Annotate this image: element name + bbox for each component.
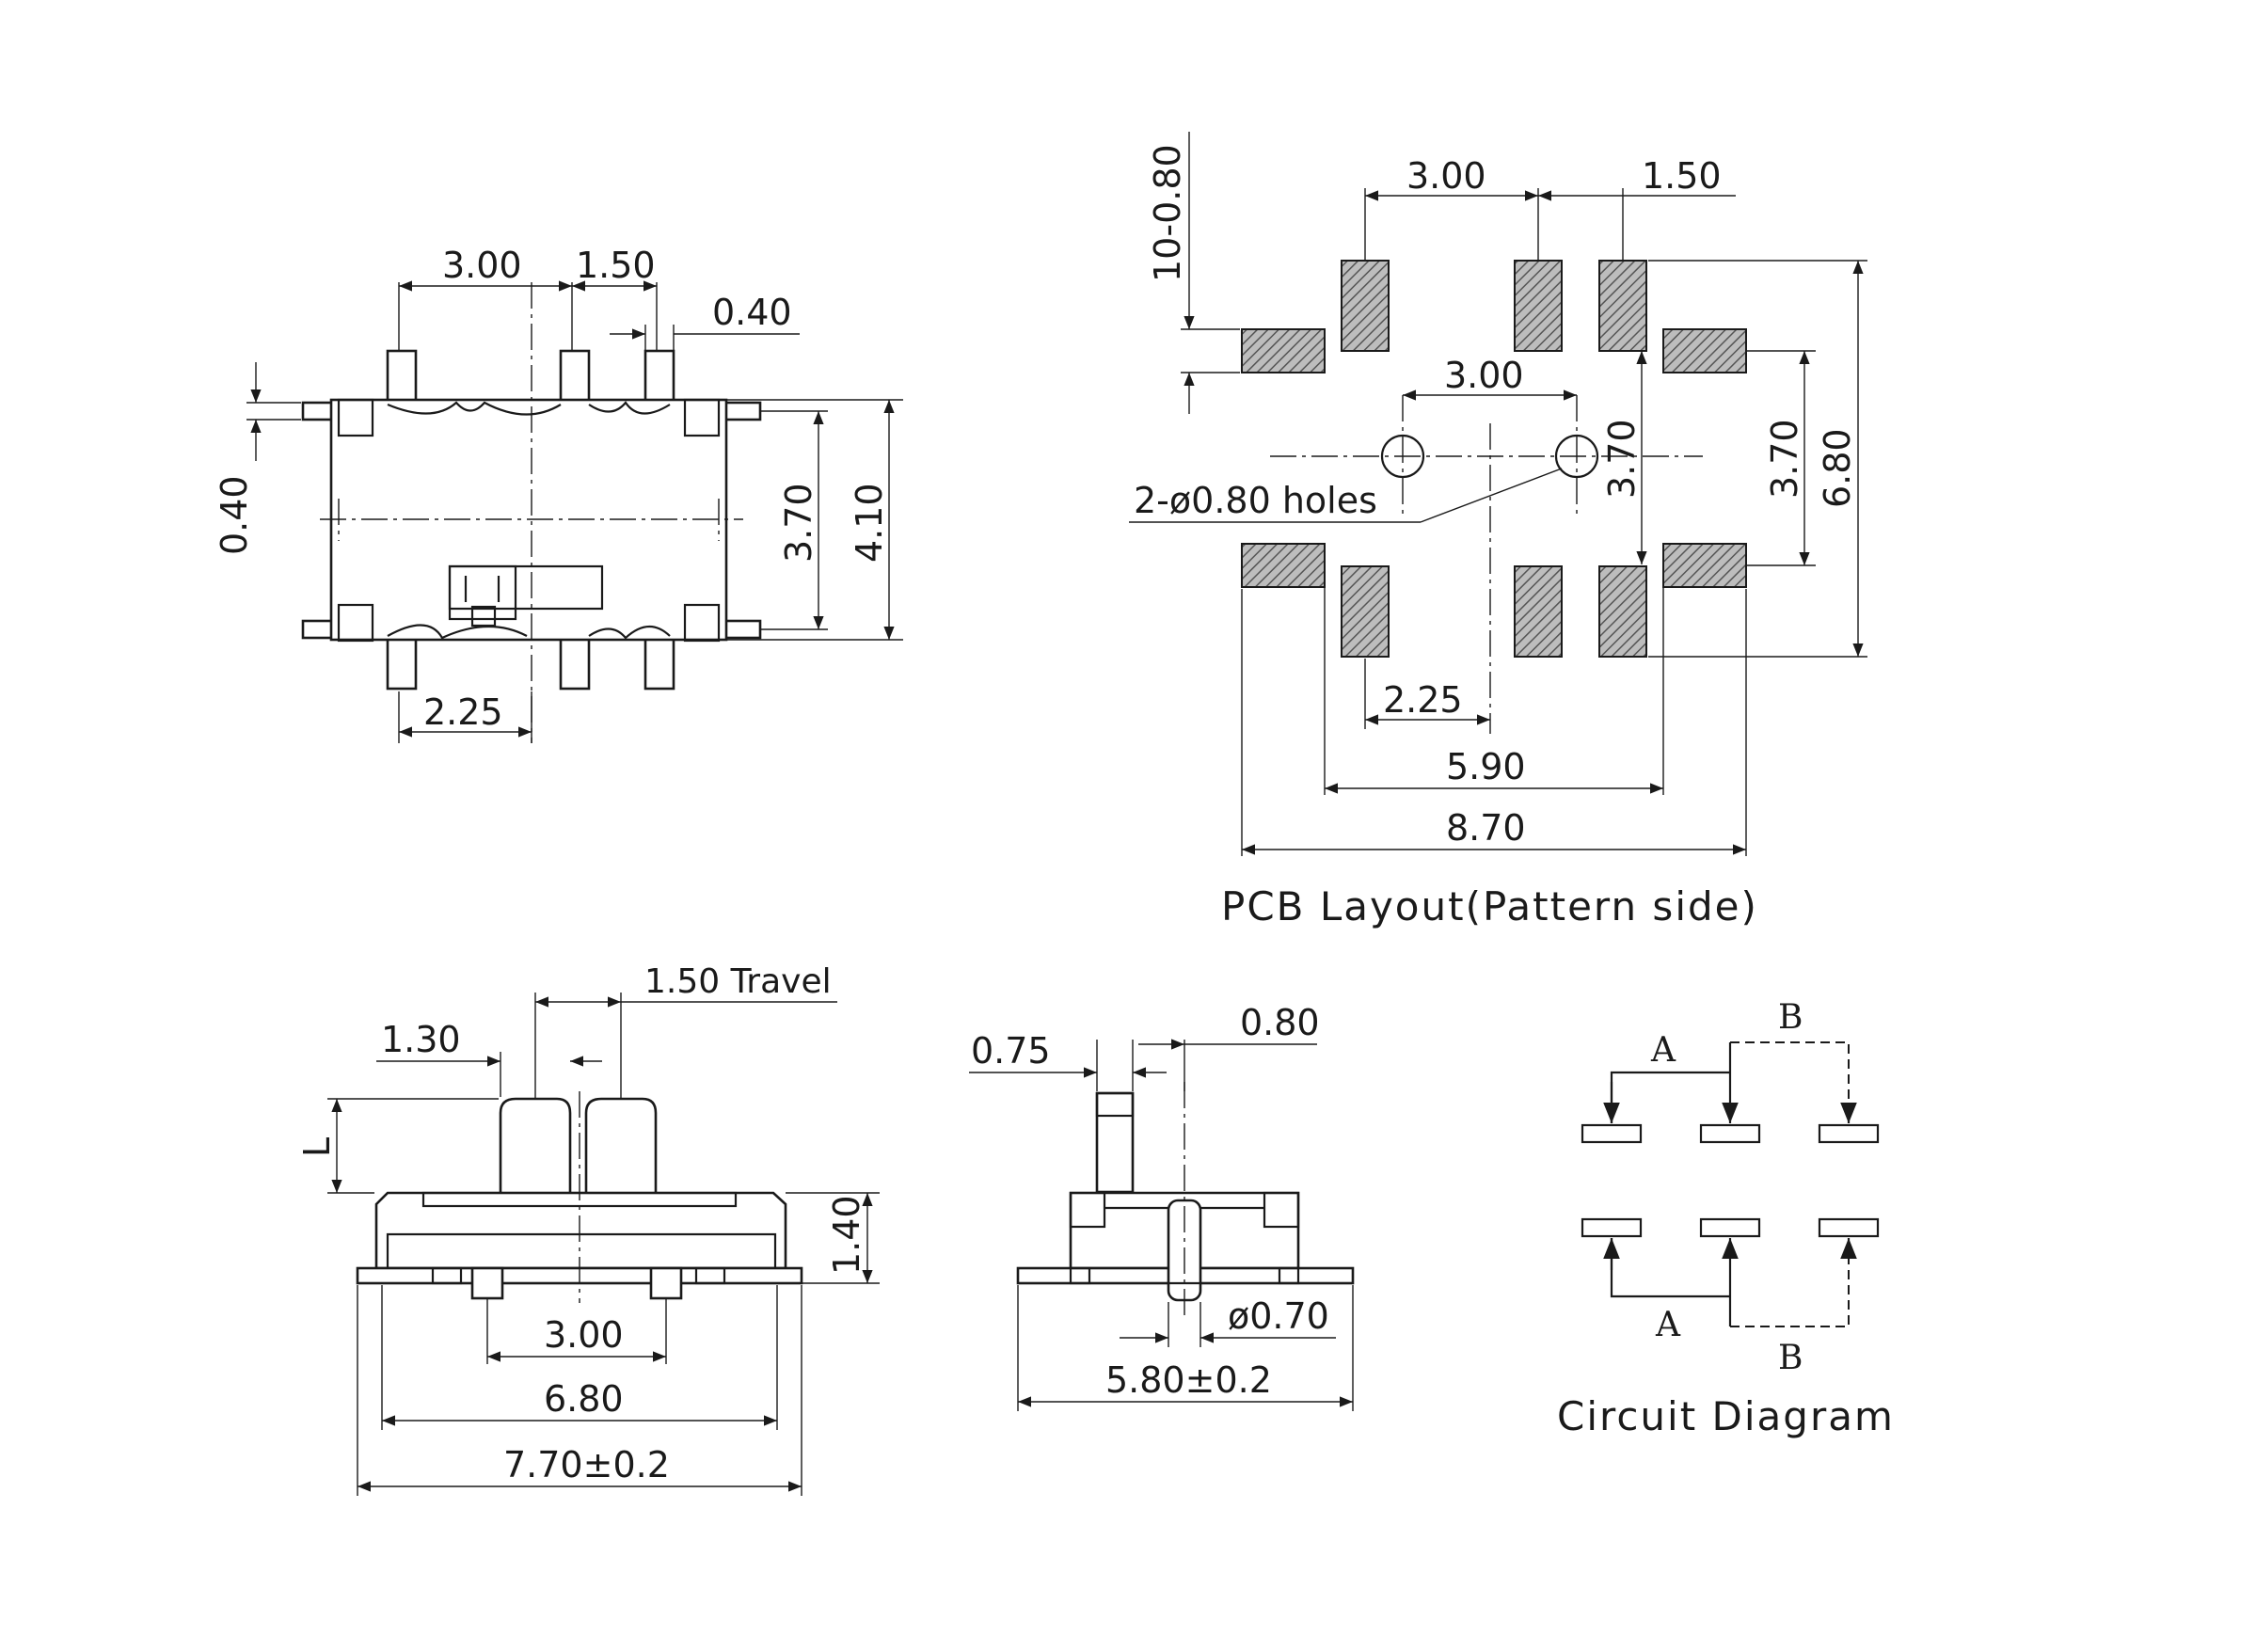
holes-label: 2-ø0.80 holes [1134,480,1377,521]
pcb-layout: 3.00 1.50 10-0.80 3.00 2-ø0.80 holes 3.7… [1129,132,1867,929]
dim-lead-thickness: 0.40 [214,475,255,555]
terminal [1699,1217,1761,1238]
dim-hole-pitch: 3.00 [1444,355,1524,396]
side-lead [723,619,762,640]
dim-body-height: 1.40 [826,1195,867,1275]
label-b-bottom: B [1778,1339,1803,1377]
dim-hole-row: 3.70 [1601,419,1643,499]
pcb-pad [1514,565,1563,658]
pcb-side-pad [1662,328,1747,373]
post [470,1266,504,1300]
dim-pin-width: 0.40 [712,292,792,333]
dim-post-dia: ø0.70 [1228,1295,1329,1337]
dim-knob-width: 1.30 [381,1019,461,1060]
dim-pad-size: 10-0.80 [1147,144,1188,282]
circuit-diagram: A B A B Circuit Diagram [1557,998,1895,1439]
dim-post-pitch: 3.00 [544,1314,624,1356]
pcb-side-pad [1241,328,1326,373]
dim-pad-offset: 2.25 [1383,679,1463,721]
pcb-side-pad [1241,543,1326,588]
side-lead [723,401,762,421]
dim-body-width: 6.80 [544,1378,624,1420]
pcb-layout-title: PCB Layout(Pattern side) [1221,883,1758,929]
pcb-pad [1341,565,1390,658]
label-a-top: A [1650,1031,1676,1070]
dim-inner-width: 5.90 [1446,746,1526,787]
dim-knob: 0.75 [971,1030,1051,1072]
side-knob [1095,1091,1135,1194]
circuit-diagram-title: Circuit Diagram [1557,1393,1895,1439]
pin [643,633,675,691]
top-view: 3.00 1.50 0.40 0.40 3.70 4.10 2.25 [214,245,903,743]
pin [559,349,591,406]
pcb-pad [1514,260,1563,352]
dim-pin-pitch-a: 3.00 [442,245,522,286]
pin [386,633,418,691]
dim-side-pads: 3.70 [1764,419,1805,499]
dim-overall-height: 6.80 [1817,428,1858,508]
dim-pad-pitch-a: 3.00 [1406,155,1486,197]
travel-label: 1.50 Travel [644,962,832,1001]
label-a-bottom: A [1655,1306,1681,1344]
front-view: 1.50 Travel 1.30 L 1.40 3.00 6.80 7.70±0… [296,962,880,1496]
pcb-hole [1380,434,1425,479]
dim-pad-pitch-b: 1.50 [1642,155,1722,197]
terminal [1699,1123,1761,1144]
terminal [1581,1217,1643,1238]
dim-width: 5.80±0.2 [1105,1359,1272,1401]
pcb-pad [1341,260,1390,352]
switch-body-front [374,1191,787,1270]
dim-body-outer: 4.10 [849,483,890,563]
dim-offset: 0.80 [1240,1002,1320,1043]
dim-knob-height: L [296,1137,338,1157]
pcb-pad [1598,260,1647,352]
dim-pin-pitch-b: 1.50 [576,245,656,286]
side-view: 0.75 0.80 ø0.70 5.80±0.2 [969,1002,1355,1411]
dim-overall-width: 8.70 [1446,807,1526,849]
dim-overall-width: 7.70±0.2 [503,1444,670,1485]
pcb-pad [1598,565,1647,658]
pcb-hole [1554,434,1599,479]
pin [559,633,591,691]
post [649,1266,683,1300]
terminal [1818,1217,1880,1238]
pin [386,349,418,406]
dim-body-inner: 3.70 [778,483,819,563]
pcb-side-pad [1662,543,1747,588]
pin [643,349,675,406]
label-b-top: B [1778,998,1803,1037]
dim-pin-offset: 2.25 [423,691,503,733]
terminal [1818,1123,1880,1144]
terminal [1581,1123,1643,1144]
